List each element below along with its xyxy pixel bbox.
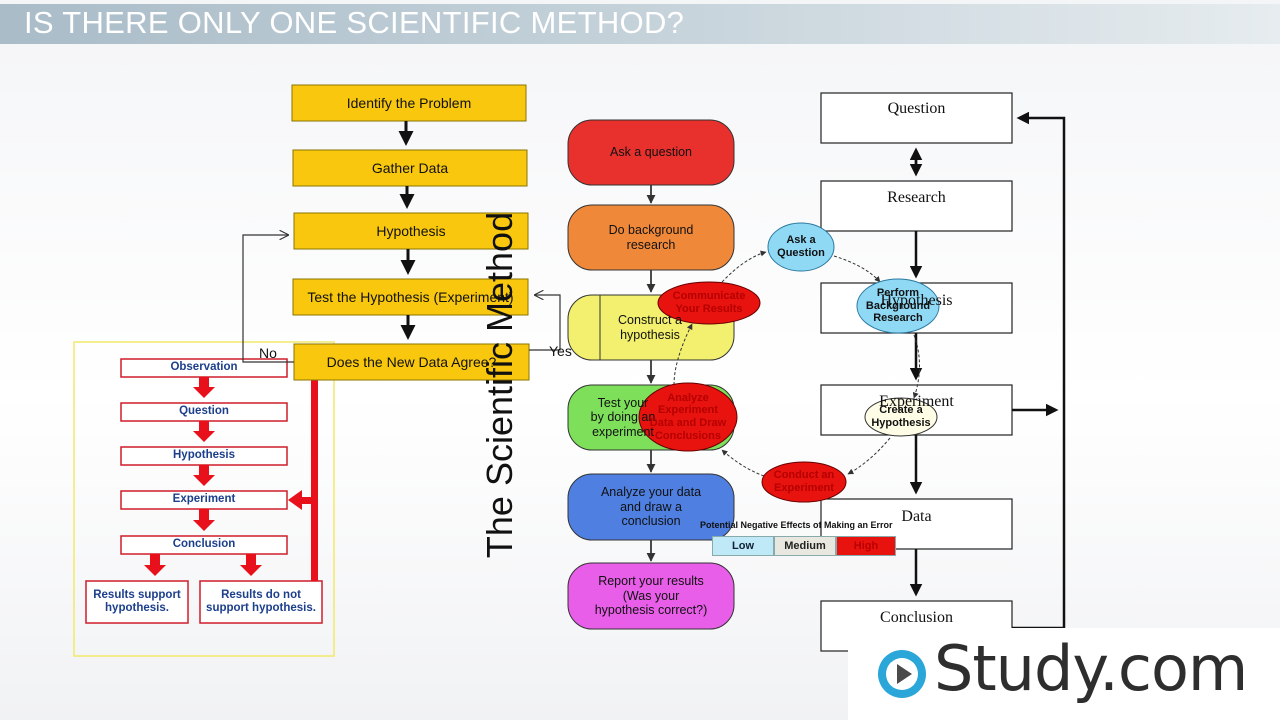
red-step-hypothesis: Hypothesis xyxy=(173,449,235,462)
color-step-background-research: Do background research xyxy=(608,223,694,252)
results-not-support-label: Results do not support hypothesis. xyxy=(206,588,316,614)
cycle-item xyxy=(638,382,738,452)
vertical-title: The Scientific Method xyxy=(479,211,520,559)
rect-step-research: Research xyxy=(887,188,946,206)
red-step-observation: Observation xyxy=(170,361,238,374)
error-scale-high: High xyxy=(836,536,896,556)
cycle-conduct-experiment: Conduct an Experiment xyxy=(773,469,835,494)
cycle-item xyxy=(767,222,835,272)
color-step-box xyxy=(567,473,735,541)
red-step-box xyxy=(120,535,288,555)
cycle-communicate-results: Communicate Your Results xyxy=(672,290,746,315)
red-step-conclusion: Conclusion xyxy=(172,538,236,551)
red-step-question: Question xyxy=(179,405,229,418)
play-logo-icon xyxy=(878,650,926,698)
cycle-item xyxy=(657,281,761,325)
yellow-flow-boxes xyxy=(291,84,530,381)
brand-logo-text: Study.com xyxy=(934,632,1248,705)
yellow-loop-lines xyxy=(242,235,561,363)
yellow-step-box xyxy=(292,149,528,187)
no-label: No xyxy=(259,345,277,361)
error-scale-medium: Medium xyxy=(774,536,836,556)
header-bar xyxy=(0,4,1280,44)
yellow-step-box xyxy=(292,278,529,316)
rect-step-experiment: Experiment xyxy=(879,392,954,410)
rect-step-box xyxy=(820,92,1013,144)
error-scale-title: Potential Negative Effects of Making an … xyxy=(700,520,893,530)
red-flow-panel xyxy=(73,341,335,657)
rect-step-hypothesis: Hypothesis xyxy=(880,291,953,309)
color-step-box xyxy=(567,119,735,186)
results-not-support-box xyxy=(199,580,323,624)
rect-step-conclusion: Conclusion xyxy=(880,608,953,626)
rect-step-box xyxy=(820,180,1013,232)
cycle-arrows xyxy=(673,250,920,477)
cycle-background-research: Perform Background Research xyxy=(865,287,931,325)
rect-step-data: Data xyxy=(901,507,932,525)
yellow-step-identify-problem: Identify the Problem xyxy=(346,94,472,111)
color-step-test-experiment: Test your by doing an experiment xyxy=(590,395,656,439)
yes-label: Yes xyxy=(549,343,572,359)
yellow-step-test-hypothesis: Test the Hypothesis (Experiment) xyxy=(307,288,514,305)
red-step-experiment: Experiment xyxy=(172,493,236,506)
yellow-step-hypothesis: Hypothesis xyxy=(376,222,446,239)
cycle-ovals xyxy=(638,222,940,503)
color-step-box xyxy=(567,562,735,630)
cycle-item xyxy=(761,461,847,503)
yellow-step-gather-data: Gather Data xyxy=(371,159,449,176)
yellow-flow-arrows xyxy=(398,121,416,340)
rect-step-question: Question xyxy=(887,99,946,117)
color-step-analyze-data: Analyze your data and draw a conclusion xyxy=(600,485,702,529)
results-support-label: Results support hypothesis. xyxy=(93,588,181,614)
color-step-construct-hypothesis: Construct a hypothesis xyxy=(618,313,682,342)
cycle-item xyxy=(856,278,940,334)
yellow-step-box xyxy=(291,84,527,122)
yellow-step-data-agree: Does the New Data Agree? xyxy=(326,353,497,370)
cycle-ask-question: Ask a Question xyxy=(777,234,825,259)
color-step-ask-question: Ask a question xyxy=(610,145,692,160)
cycle-analyze-data: Analyze Experiment Data and Draw Conclus… xyxy=(649,391,727,442)
color-step-box xyxy=(567,204,735,271)
results-support-box xyxy=(85,580,189,624)
error-scale-low: Low xyxy=(712,536,774,556)
red-flow-boxes xyxy=(85,358,323,624)
color-step-report-results: Report your results (Was your hypothesis… xyxy=(594,574,708,618)
yellow-step-box xyxy=(293,212,529,250)
cycle-create-hypothesis: Create a Hypothesis xyxy=(871,404,931,429)
yellow-step-box xyxy=(293,343,530,381)
cycle-item xyxy=(864,397,938,437)
page-title: IS THERE ONLY ONE SCIENTIFIC METHOD? xyxy=(24,5,685,40)
